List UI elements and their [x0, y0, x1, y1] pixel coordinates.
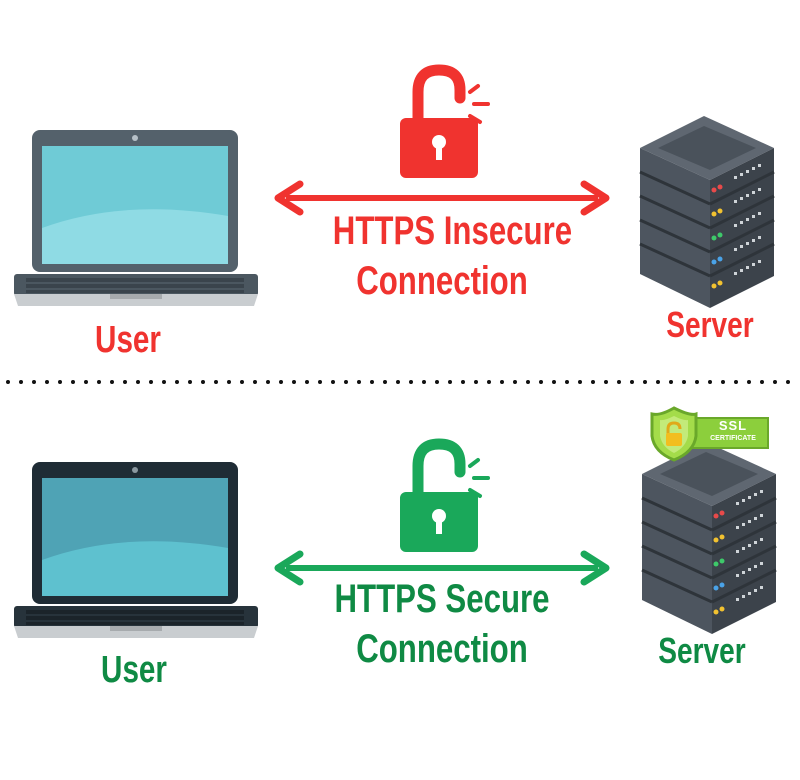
- double-arrow-icon: [274, 180, 610, 216]
- user-label-insecure: User: [95, 319, 161, 361]
- insecure-section: User HTTPS Insecure Connection: [0, 0, 800, 370]
- connection-label-line1-insecure: HTTPS Insecure: [332, 209, 573, 253]
- ssl-certificate-badge-icon: SSL CERTIFICATE: [650, 406, 770, 462]
- double-arrow-icon: [274, 550, 610, 586]
- connection-label-line2-secure: Connection: [356, 627, 528, 671]
- laptop-icon: [14, 462, 258, 638]
- laptop-icon: [14, 130, 258, 306]
- server-icon: [639, 116, 775, 308]
- secure-section: User HTTPS Secure Connection: [0, 392, 800, 780]
- server-icon: [641, 442, 777, 634]
- ssl-badge-subtitle: CERTIFICATE: [710, 435, 756, 442]
- unlocked-padlock-icon: [400, 438, 490, 552]
- connection-label-line1-secure: HTTPS Secure: [334, 577, 550, 621]
- ssl-badge-title: SSL: [718, 418, 748, 433]
- server-label-insecure: Server: [666, 304, 754, 345]
- user-label-secure: User: [101, 649, 167, 691]
- server-label-secure: Server: [658, 630, 746, 671]
- connection-label-line2-insecure: Connection: [356, 259, 528, 303]
- unlocked-padlock-icon: [400, 64, 490, 178]
- section-divider: [6, 380, 800, 384]
